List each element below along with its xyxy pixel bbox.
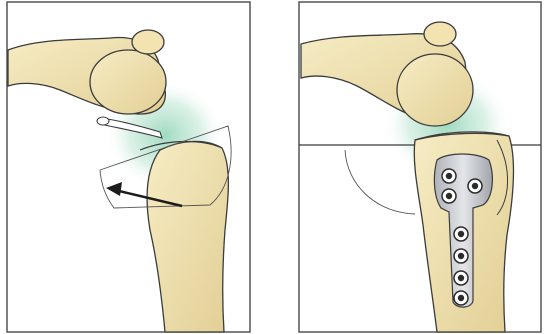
- panel-before-svg: [0, 0, 254, 334]
- screw-5-head: [458, 253, 464, 259]
- patella: [424, 22, 456, 46]
- patella: [132, 30, 164, 54]
- screw-1-head: [446, 173, 452, 179]
- screw-3-head: [446, 193, 452, 199]
- screw-2-head: [472, 183, 478, 189]
- ligament-end: [97, 117, 109, 125]
- panel-after-svg: [297, 0, 544, 334]
- panel-after-plate-fixation: [297, 0, 544, 334]
- screw-4-head: [458, 231, 464, 237]
- panel-before-osteotomy: [0, 0, 254, 334]
- femoral-condyle: [397, 54, 473, 126]
- screw-7-head: [458, 295, 464, 301]
- screw-6-head: [458, 275, 464, 281]
- femoral-condyle: [90, 50, 166, 114]
